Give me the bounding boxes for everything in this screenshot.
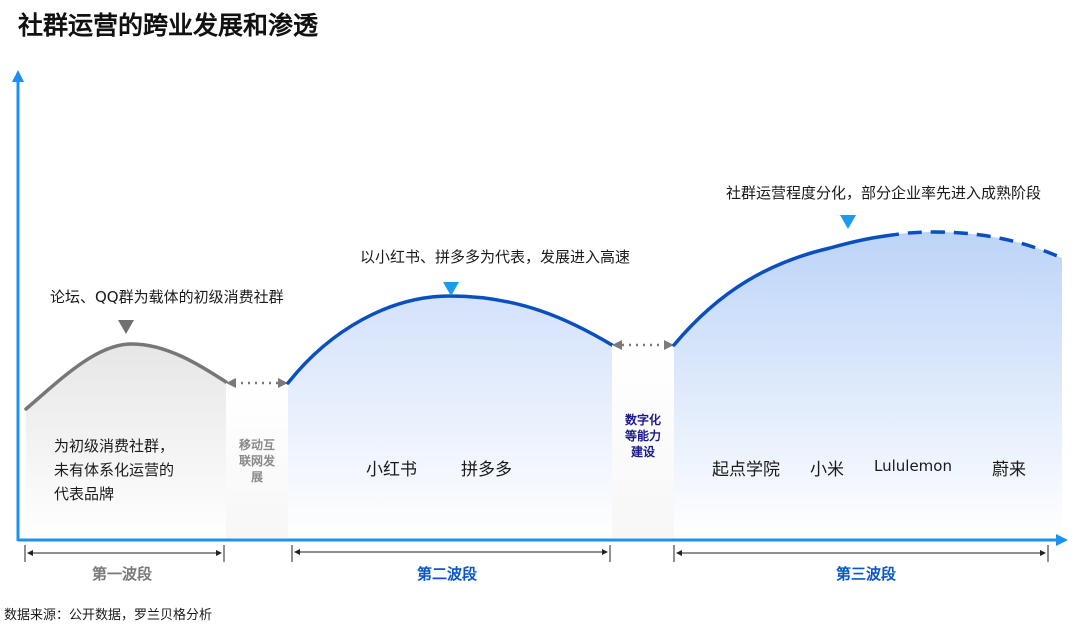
transition2-label: 数字化 等能力 建设 [624,413,661,459]
marker-triangle-icon [118,320,134,334]
wave1-label: 第一波段 [92,565,153,583]
wave1-area [26,343,226,538]
wave3-label: 第三波段 [836,565,897,583]
wave2-annotation: 以小红书、拼多多为代表，发展进入高速 [360,248,631,266]
page-title: 社群运营的跨业发展和渗透 [18,11,319,40]
wave2-area [288,296,612,538]
brand-xiaohongshu: 小红书 [366,460,417,480]
wave1-description: 为初级消费社群， 未有体系化运营的 代表品牌 [54,437,175,503]
arrow-left-icon [612,340,622,350]
wave1-span [24,545,225,562]
wave2-label: 第二波段 [417,565,478,583]
brand-xiaomi: 小米 [810,460,844,480]
y-axis-arrow-icon [12,70,24,82]
transition1-label: 移动互 联网发 展 [238,438,275,484]
brand-lululemon: Lululemon [874,457,952,475]
wave3-span [673,545,1049,562]
data-source-note: 数据来源：公开数据，罗兰贝格分析 [4,608,213,623]
transition2-area [612,345,674,538]
wave2-curve [286,294,614,385]
marker-triangle-icon [840,215,856,229]
brand-pinduoduo: 拼多多 [461,460,512,480]
brand-qidian: 起点学院 [712,460,780,480]
wave3-area [674,232,1062,538]
arrow-right-icon [278,378,288,388]
wave2-span [291,545,611,562]
wave1-curve [24,342,228,411]
wave1-annotation: 论坛、QQ群为载体的初级消费社群 [50,288,284,306]
x-axis-arrow-icon [1056,534,1068,546]
arrow-right-icon [664,340,674,350]
transition1-area [226,383,288,538]
arrow-left-icon [226,378,236,388]
marker-triangle-icon [443,282,459,296]
wave3-annotation: 社群运营程度分化，部分企业率先进入成熟阶段 [726,184,1042,202]
brand-nio: 蔚来 [992,460,1026,480]
wave3-curve-solid [672,234,887,347]
